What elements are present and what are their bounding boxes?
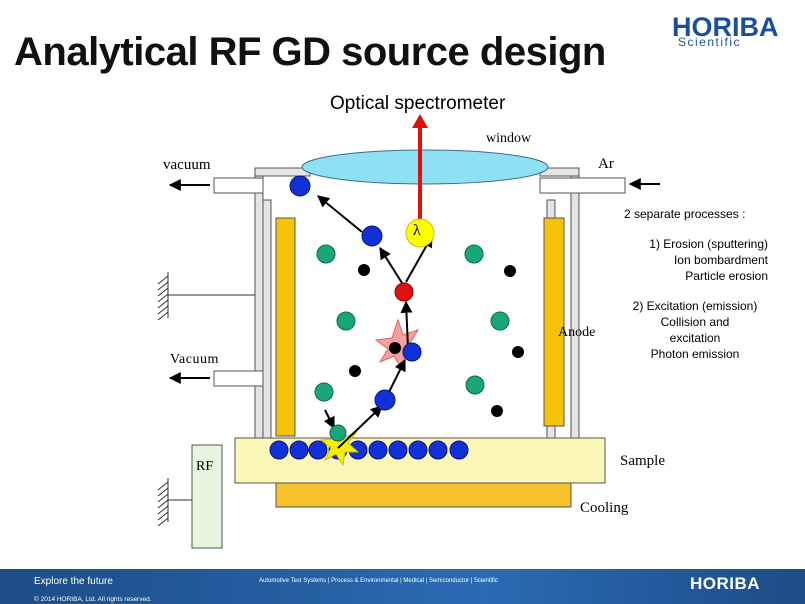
cooling-block <box>275 482 572 508</box>
sample-surface-atoms <box>269 440 469 460</box>
horiba-logo: HORIBA Scientific <box>672 12 794 52</box>
processes-title: 2 separate processes : <box>624 207 746 221</box>
logo-sub-text: Scientific <box>678 35 742 49</box>
vacuum-top-label: vacuum <box>163 157 211 173</box>
process-erosion-line: Particle erosion <box>685 269 768 283</box>
optical-spectrometer-label: Optical spectrometer <box>330 93 506 114</box>
incoming-ion-path <box>323 409 335 430</box>
vacuum-mid-label: Vacuum <box>170 352 219 367</box>
ar-label: Ar <box>598 156 614 172</box>
chamber-wall-right <box>570 167 580 443</box>
process-excitation-line: Collision and <box>660 315 730 329</box>
process-excitation-line: 2) Excitation (emission) <box>632 299 758 313</box>
chamber-top-left <box>254 167 311 177</box>
inner-wall-left <box>262 199 272 439</box>
footer-tagline: Explore the future <box>34 576 113 587</box>
ground-symbol-lower <box>157 478 192 527</box>
process-excitation-line: Photon emission <box>650 347 740 361</box>
ion-path-1 <box>337 405 383 449</box>
green-atoms <box>314 244 510 442</box>
collision-star-lower <box>319 423 360 467</box>
process-erosion-line: 1) Erosion (sputtering) <box>649 237 768 251</box>
slide-title: Analytical RF GD source design <box>14 30 606 74</box>
footer-nav[interactable]: Automotive Test Systems | Process & Envi… <box>259 578 498 584</box>
sample-label: Sample <box>620 453 665 469</box>
window-label: window <box>486 131 532 146</box>
footer-bar <box>0 569 805 604</box>
ar-port <box>539 177 626 194</box>
emission-beam-head <box>412 114 428 128</box>
ground-symbol-upper <box>157 272 255 321</box>
lambda-symbol: λ <box>413 222 421 239</box>
anode-label: Anode <box>558 325 596 340</box>
rf-label: RF <box>196 459 214 474</box>
vacuum-port-mid <box>213 370 264 387</box>
process-erosion: 1) Erosion (sputtering) Ion bombardment … <box>628 236 768 284</box>
process-excitation: 2) Excitation (emission) Collision and e… <box>624 298 766 362</box>
chamber-wall-left <box>254 167 264 443</box>
blue-ions <box>289 175 422 411</box>
logo-main-text: HORIBA <box>672 12 779 42</box>
ion-path-3 <box>400 300 413 349</box>
excited-atom <box>394 282 414 302</box>
electrons <box>349 264 524 417</box>
anode-right <box>543 217 565 427</box>
lambda-text-wrap: λ <box>413 222 421 240</box>
optical-window <box>301 149 549 185</box>
rf-box <box>191 444 223 549</box>
process-excitation-line: excitation <box>669 331 721 345</box>
footer-logo: HORIBA <box>690 574 761 593</box>
footer-copyright: © 2014 HORIBA, Ltd. All rights reserved. <box>34 596 152 603</box>
ion-path-4 <box>379 246 403 284</box>
vacuum-port-top <box>213 177 264 194</box>
ion-path-5 <box>317 195 363 233</box>
process-erosion-line: Ion bombardment <box>673 253 768 267</box>
photon-emission-marker <box>405 218 435 248</box>
anode-left <box>275 217 296 437</box>
cooling-label: Cooling <box>580 500 629 516</box>
